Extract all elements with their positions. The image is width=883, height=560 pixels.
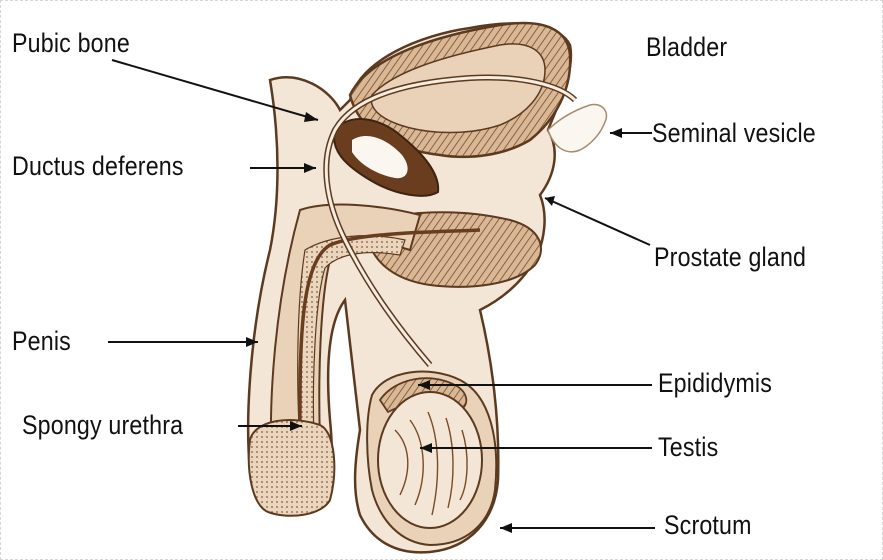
label-testis: Testis — [658, 432, 718, 462]
label-spongy-urethra: Spongy urethra — [22, 410, 183, 440]
label-scrotum: Scrotum — [664, 510, 752, 540]
label-pubic-bone: Pubic bone — [12, 28, 130, 58]
label-prostate-gland: Prostate gland — [654, 242, 806, 272]
label-seminal-vesicle: Seminal vesicle — [652, 118, 816, 148]
label-bladder: Bladder — [646, 32, 727, 62]
label-epididymis: Epididymis — [658, 368, 772, 398]
label-penis: Penis — [12, 326, 71, 356]
glans-shape — [249, 420, 335, 516]
label-ductus-deferens: Ductus deferens — [12, 151, 184, 181]
